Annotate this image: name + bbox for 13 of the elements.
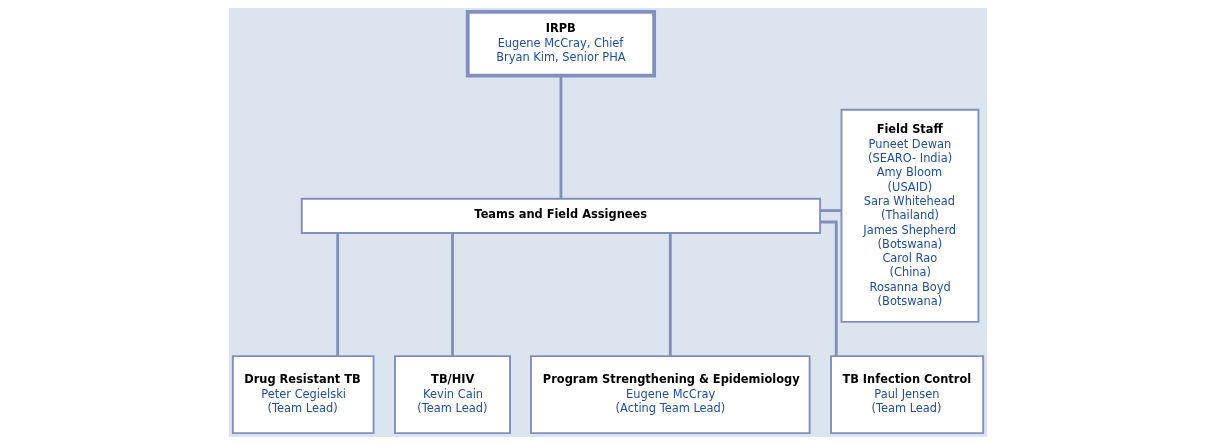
connector <box>820 209 841 213</box>
connector <box>819 220 838 356</box>
connector <box>559 75 562 199</box>
node-box: Drug Resistant TB Peter Cegielski (Team Lead) <box>231 355 374 435</box>
node-box: TB/HIV Kevin Cain (Team Lead) <box>393 355 511 435</box>
node-box: TB Infection Control Paul Jensen (Team Lead) <box>829 355 984 435</box>
connector <box>668 233 672 356</box>
node-box: IRPB Eugene McCray, Chief Bryan Kim, Senior PHA <box>465 9 656 78</box>
node-box: Program Strengthening & Epidemiology Eugene McCray (Acting Team Lead) <box>529 355 811 435</box>
connector <box>450 233 454 356</box>
connector <box>335 233 339 356</box>
node-box: Teams and Field Assignees <box>300 197 821 234</box>
node-box: Field Staff Puneet Dewan (SEARO- India) Amy Bloom (USAID) Sara Whitehead (Thailand) James Shepherd (Botswana) Carol Rao (China) Rosanna Boyd (Botswana) <box>840 108 979 323</box>
